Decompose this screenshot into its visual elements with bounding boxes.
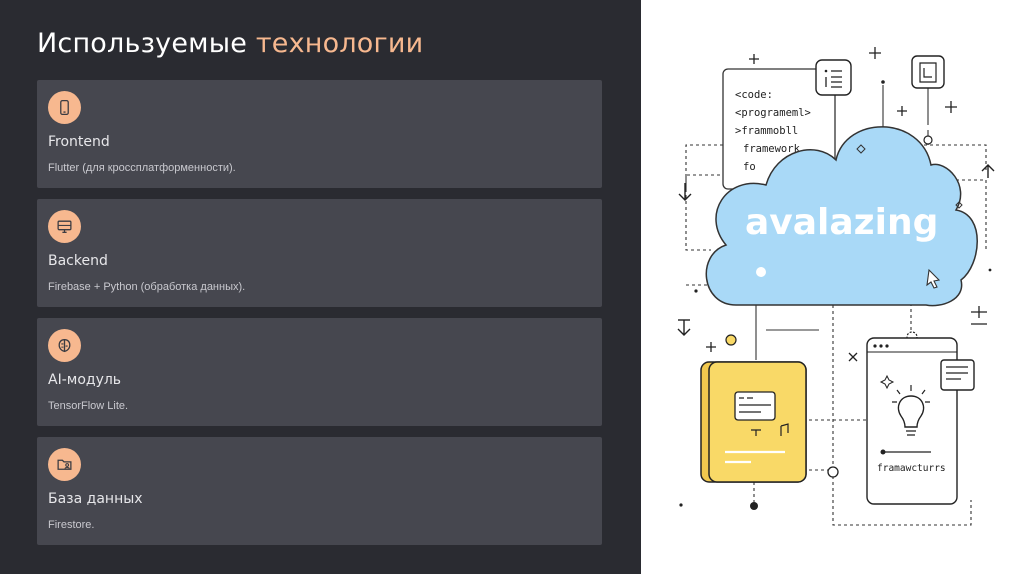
card-title: Backend (48, 253, 108, 269)
tech-card-backend: Backend Firebase + Python (обработка дан… (37, 199, 602, 307)
plus-decorations (706, 47, 987, 362)
arrow-icons (677, 164, 995, 336)
tech-card-frontend: Frontend Flutter (для кроссплатформеннос… (37, 80, 602, 188)
smartphone-icon (48, 91, 81, 124)
folder-user-icon (48, 448, 81, 481)
card-title: AI-модуль (48, 372, 122, 388)
content-panel: Используемые технологии Frontend Flutter… (37, 28, 602, 545)
code-line: <programeml> (735, 107, 811, 119)
title-accent: технологии (255, 28, 424, 59)
title-main: Используемые (37, 28, 248, 59)
server-icon (48, 210, 81, 243)
note-icon (940, 359, 975, 391)
code-line: fo (743, 161, 756, 173)
card-description: Firestore. (48, 519, 95, 531)
tech-card-ai-module: AI-модуль TensorFlow Lite. (37, 318, 602, 426)
illustration-panel: <code: <programeml> >frammobll framework… (641, 0, 1024, 574)
card-title: Frontend (48, 134, 110, 150)
brain-icon (48, 329, 81, 362)
code-line: <code: (735, 89, 773, 101)
page-title: Используемые технологии (37, 28, 423, 59)
tech-card-database: База данных Firestore. (37, 437, 602, 545)
card-description: Firebase + Python (обработка данных). (48, 281, 246, 293)
document-icon (911, 55, 945, 89)
list-icon (815, 59, 852, 96)
device-panel: framawcturrs (866, 337, 958, 505)
card-description: TensorFlow Lite. (48, 400, 129, 412)
cloud-icon: avalazing (705, 126, 978, 307)
card-title: База данных (48, 491, 143, 507)
code-line: >frammobll (735, 125, 798, 137)
card-description: Flutter (для кроссплатформенности). (48, 162, 236, 174)
device-label: framawcturrs (877, 463, 946, 474)
cloud-technology-illustration: <code: <programeml> >frammobll framework… (677, 47, 995, 526)
cloud-label: avalazing (745, 202, 938, 243)
code-line: framework (743, 143, 801, 155)
book-icon (700, 361, 807, 483)
